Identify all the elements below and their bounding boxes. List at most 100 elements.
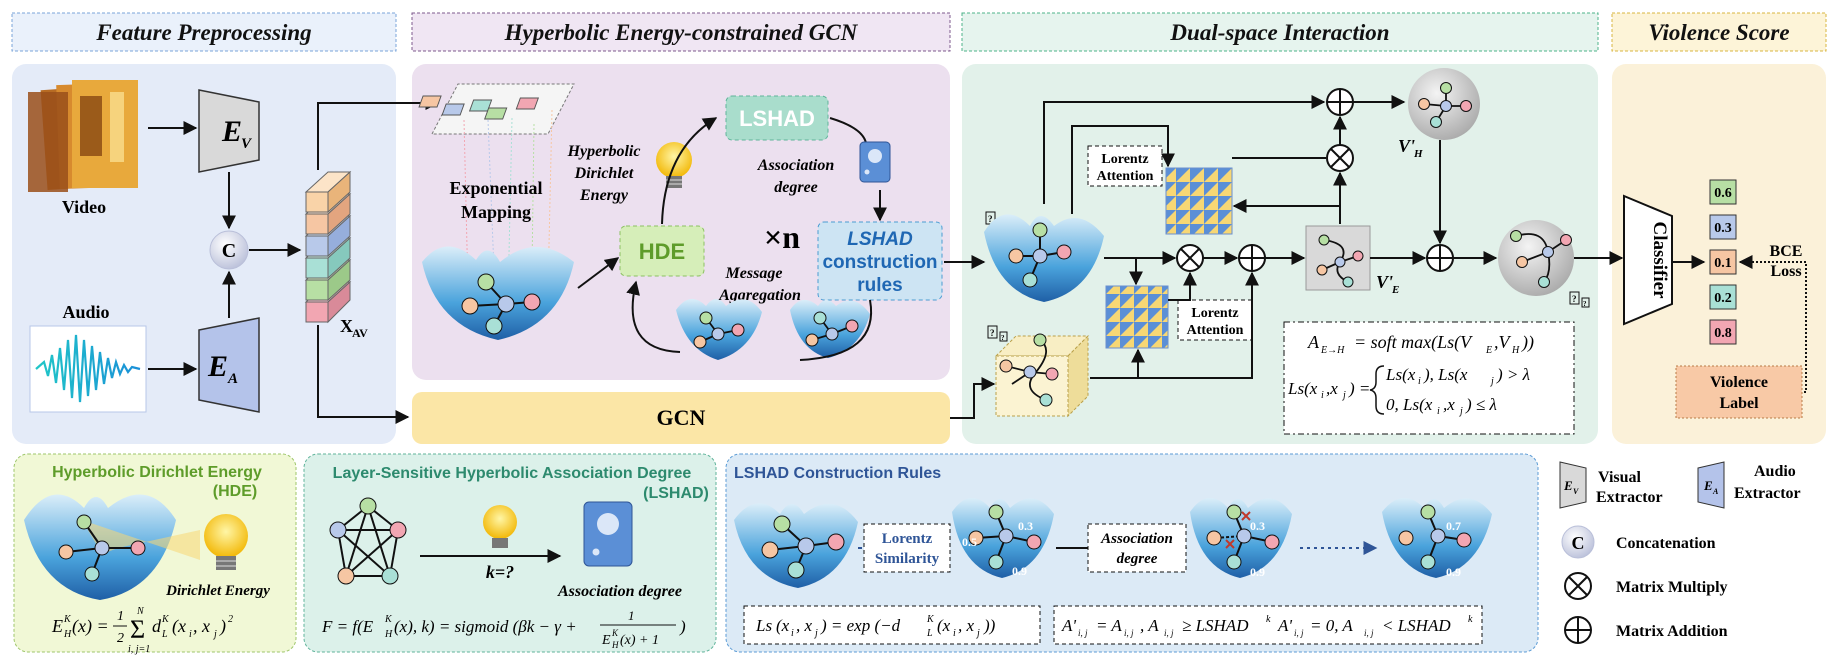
- svg-text:Message: Message: [725, 265, 783, 282]
- svg-text:), Ls(x: ), Ls(x: [1423, 365, 1468, 384]
- score-value-box: 0.2: [1709, 284, 1737, 310]
- score-value-text: 0.8: [1714, 326, 1732, 341]
- xav-label: X AV: [340, 316, 368, 340]
- svg-text:) = exp (−d: ) = exp (−d: [820, 616, 901, 635]
- euclidean-cube: [994, 333, 1090, 418]
- svg-text:E: E: [601, 633, 611, 648]
- score-value-text: 0.3: [1714, 221, 1732, 236]
- times-n-label: ×n: [764, 219, 800, 255]
- svg-text:≥ LSHAD: ≥ LSHAD: [1182, 616, 1249, 635]
- association-degree-safe-icon: [859, 141, 891, 183]
- audio-waveform-image: [29, 325, 147, 413]
- lshad-lightbulb-icon: [483, 505, 517, 548]
- lshad-caption: Association degree: [557, 583, 682, 600]
- svg-text:i, j: i, j: [1164, 628, 1174, 638]
- rules-prune-equation: A' i, j = A i, j , A i, j ≥ LSHAD k A' i…: [1053, 605, 1483, 645]
- svg-text:(x), k) = sigmoid (βk − γ +: (x), k) = sigmoid (βk − γ +: [394, 617, 577, 636]
- gcn-bar: GCN: [412, 392, 950, 444]
- svg-text:): ): [219, 616, 226, 637]
- svg-text:1: 1: [628, 608, 635, 623]
- svg-text:= soft max(Ls(V: = soft max(Ls(V: [1354, 332, 1473, 353]
- score-value-box: 0.6: [1709, 179, 1737, 205]
- svg-text:(x: (x: [172, 616, 186, 637]
- svg-text:i, j: i, j: [1364, 628, 1374, 638]
- missing-glyph-right: ? ?: [1569, 291, 1590, 308]
- svg-text:Ls(x: Ls(x: [1385, 365, 1416, 384]
- svg-text:F = f(E: F = f(E: [321, 617, 374, 636]
- svg-text:< LSHAD: < LSHAD: [1382, 616, 1451, 635]
- concat-node: C: [209, 230, 249, 270]
- svg-text:A': A': [1277, 616, 1292, 635]
- svg-text:K: K: [926, 614, 935, 625]
- svg-text:(LSHAD): (LSHAD): [643, 485, 709, 502]
- svg-text:k: k: [1266, 614, 1271, 625]
- visual-extractor-block: E V: [198, 89, 260, 173]
- rules-bowl-2: 0.3 0.5 0.9: [952, 497, 1054, 578]
- svg-text:)): )): [983, 616, 996, 635]
- lshad-node: LSHAD: [725, 95, 829, 141]
- svg-text:) ≤ λ: ) ≤ λ: [1465, 395, 1497, 414]
- svg-text:H: H: [384, 629, 393, 640]
- svg-text:0, Ls(x: 0, Ls(x: [1386, 395, 1433, 414]
- svg-text:Mapping: Mapping: [461, 202, 531, 222]
- violence-label-box: Violence Label: [1675, 365, 1803, 419]
- svg-text:degree: degree: [774, 179, 818, 196]
- rules-bowl-1: [734, 503, 858, 588]
- legend-concatenation: C Concatenation: [1561, 525, 1716, 559]
- svg-text:, x: , x: [193, 616, 210, 636]
- lshad-safe-icon: [583, 501, 633, 567]
- svg-text:i: i: [1437, 406, 1440, 417]
- svg-text:?: ?: [1583, 300, 1587, 308]
- svg-text:?: ?: [1001, 334, 1005, 342]
- svg-text:LSHAD: LSHAD: [739, 106, 815, 131]
- svg-text:(x) =: (x) =: [72, 616, 109, 637]
- svg-text:Classifier: Classifier: [1649, 221, 1670, 299]
- svg-text:1: 1: [117, 609, 124, 624]
- svg-text:Matrix Addition: Matrix Addition: [1616, 623, 1728, 640]
- svg-text:A: A: [227, 371, 238, 387]
- svg-text:Similarity: Similarity: [875, 551, 940, 567]
- svg-text:?: ?: [990, 328, 995, 338]
- hde-detail-bowl: [24, 494, 200, 600]
- svg-text:i, j: i, j: [1078, 628, 1088, 638]
- svg-text:j: j: [1489, 376, 1494, 387]
- svg-text:Lorentz: Lorentz: [1191, 306, 1238, 321]
- svg-text:Violence: Violence: [1710, 374, 1768, 391]
- svg-text:Hyperbolic Dirichlet Energy: Hyperbolic Dirichlet Energy: [52, 464, 262, 481]
- score-value-text: 0.6: [1714, 186, 1732, 201]
- svg-text:GCN: GCN: [657, 405, 706, 430]
- svg-text:0.9: 0.9: [1446, 565, 1461, 579]
- scissors-icon: [1241, 511, 1251, 521]
- rules-bowl-4: 0.7 0.9: [1382, 497, 1492, 579]
- svg-text:AV: AV: [352, 326, 368, 340]
- rules-association-degree: Association degree: [1087, 523, 1187, 573]
- svg-text:= 0, A: = 0, A: [1310, 616, 1353, 635]
- svg-text:i: i: [1418, 376, 1421, 387]
- scissors-icon-2: [1225, 539, 1235, 549]
- svg-text:0.9: 0.9: [1012, 564, 1027, 578]
- hde-detail-title: Hyperbolic Dirichlet Energy (HDE): [52, 464, 262, 500]
- rules-bowl-3: 0.3 0.9: [1190, 497, 1292, 579]
- svg-text:Concatenation: Concatenation: [1616, 535, 1716, 552]
- svg-text:K: K: [161, 614, 170, 625]
- hde-caption: Dirichlet Energy: [165, 583, 270, 599]
- lshad-rules-node: LSHAD construction rules: [817, 221, 943, 301]
- svg-text:H: H: [1511, 345, 1520, 356]
- svg-text:Association: Association: [1100, 531, 1173, 547]
- svg-text:V': V': [1376, 272, 1393, 292]
- svg-text:) > λ: ) > λ: [1496, 365, 1530, 384]
- video-label: Video: [62, 197, 106, 217]
- svg-text:2: 2: [117, 631, 124, 646]
- svg-text:Extractor: Extractor: [1734, 485, 1801, 502]
- svg-text:Loss: Loss: [1770, 263, 1801, 280]
- svg-text:, x: , x: [796, 616, 813, 635]
- video-frames-image: [28, 80, 138, 192]
- svg-text:i: i: [1321, 390, 1324, 401]
- svg-text:Matrix Multiply: Matrix Multiply: [1616, 579, 1728, 596]
- rules-lorentz-similarity: Lorentz Similarity: [863, 523, 951, 573]
- svg-text:?: ?: [988, 214, 993, 224]
- hde-equation: E H K (x) = 1 2 Σ N i, j=1 d L K (x i , …: [51, 606, 233, 655]
- svg-text:i, j=1: i, j=1: [128, 644, 150, 655]
